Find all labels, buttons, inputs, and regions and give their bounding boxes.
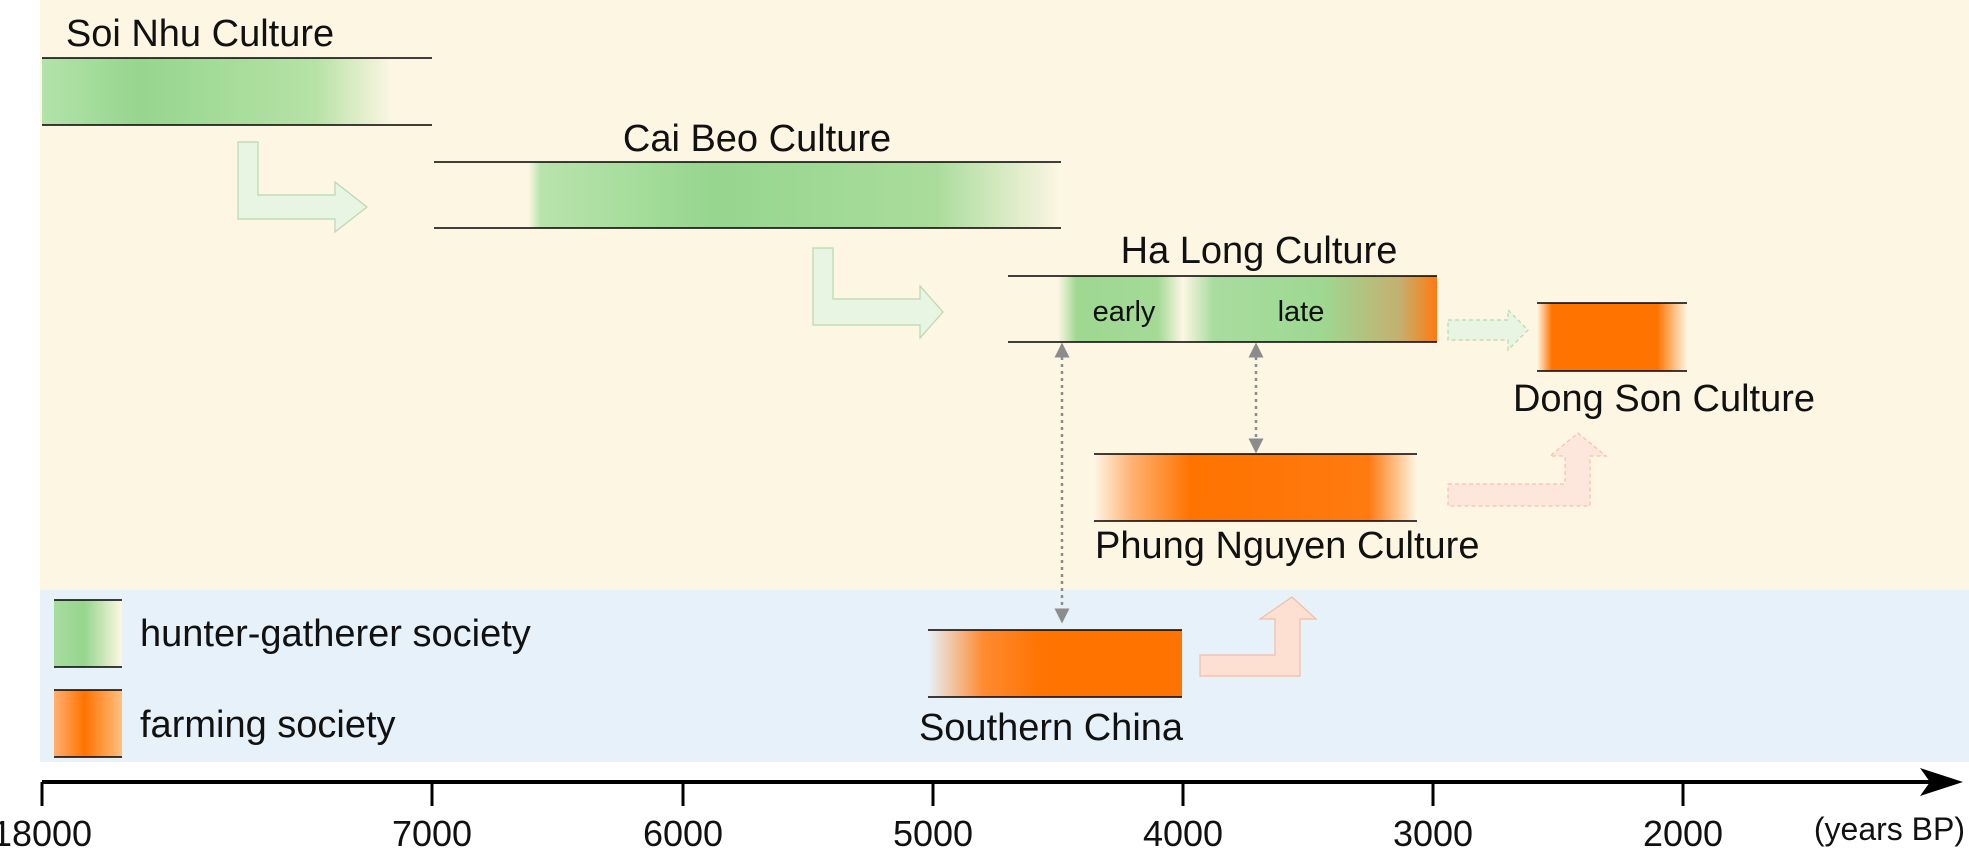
- axis-tick-label: 18000: [0, 813, 92, 850]
- axis-tick-label: 4000: [1143, 813, 1223, 850]
- ha-long-early-label: early: [1093, 296, 1156, 328]
- axis-arrowhead-icon: [1920, 768, 1963, 796]
- phung-nguyen-culture: Phung Nguyen Culture: [1094, 453, 1479, 567]
- soi-nhu-bar: [42, 58, 432, 125]
- axis-tick-label: 5000: [893, 813, 973, 850]
- soi-nhu-culture: Soi Nhu Culture: [42, 13, 432, 126]
- ha-long-late-bar: [1183, 276, 1437, 342]
- southern-china-culture: Southern China: [919, 629, 1184, 749]
- ha-long-late-label: late: [1278, 296, 1325, 328]
- phung-nguyen-label: Phung Nguyen Culture: [1095, 525, 1479, 567]
- axis-tick-label: 7000: [392, 813, 472, 850]
- time-axis: 18000 7000 6000 5000 4000 3000 2000 (yea…: [0, 768, 1965, 850]
- axis-tick-label: 6000: [643, 813, 723, 850]
- southern-china-to-phung-nguyen-arrow-icon: [1199, 596, 1318, 677]
- cai-beo-label: Cai Beo Culture: [623, 118, 891, 160]
- legend-hunter-swatch: [54, 600, 122, 667]
- legend-farming-swatch: [54, 690, 122, 757]
- axis-tick-label: 2000: [1643, 813, 1723, 850]
- cai-beo-culture: Cai Beo Culture: [434, 118, 1061, 229]
- dong-son-label: Dong Son Culture: [1513, 378, 1815, 420]
- soi-nhu-label: Soi Nhu Culture: [66, 13, 334, 55]
- legend-farming-label: farming society: [140, 704, 396, 746]
- cai-beo-to-ha-long-arrow-icon: [812, 247, 944, 340]
- legend: hunter-gatherer society farming society: [54, 599, 531, 758]
- legend-hunter-label: hunter-gatherer society: [140, 613, 531, 655]
- cai-beo-bar: [434, 162, 1061, 228]
- axis-unit-label: (years BP): [1814, 811, 1965, 847]
- southern-china-label: Southern China: [919, 707, 1184, 749]
- dong-son-bar: [1537, 303, 1687, 371]
- ha-long-to-dong-son-arrow-icon: [1447, 308, 1529, 352]
- ha-long-culture: Ha Long Culture early late: [1008, 230, 1437, 343]
- ha-long-early-bar: [1058, 276, 1183, 342]
- phung-nguyen-bar: [1094, 454, 1417, 521]
- soi-nhu-to-cai-beo-arrow-icon: [237, 141, 368, 234]
- southern-china-bar: [928, 630, 1182, 697]
- dong-son-culture: Dong Son Culture: [1513, 302, 1815, 420]
- axis-tick-label: 3000: [1393, 813, 1473, 850]
- ha-long-label: Ha Long Culture: [1121, 230, 1398, 272]
- phung-nguyen-to-dong-son-arrow-icon: [1447, 432, 1608, 507]
